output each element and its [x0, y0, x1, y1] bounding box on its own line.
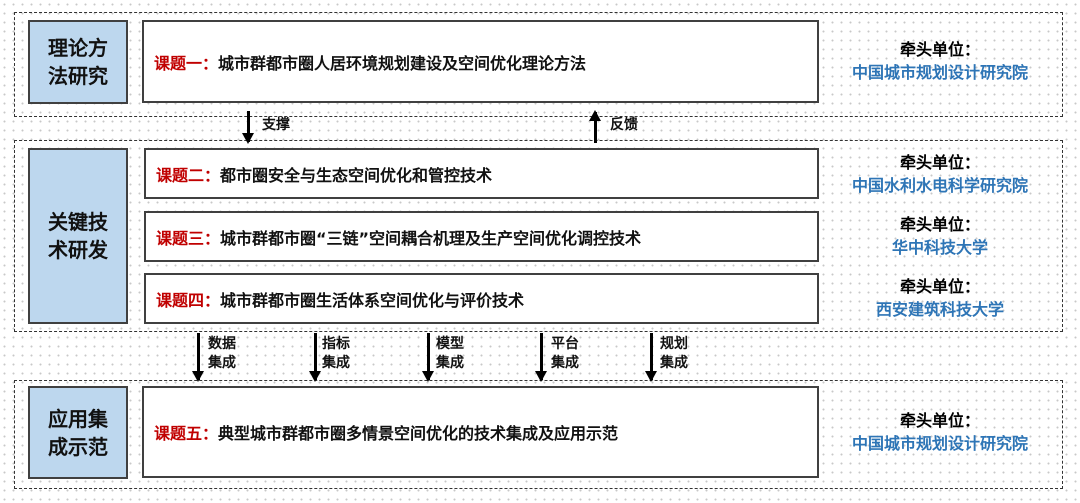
topic-4-box: 课题四：城市群都市圈生活体系空间优化与评价技术	[144, 273, 819, 324]
topic-2-box: 课题二：都市圈安全与生态空间优化和管控技术	[144, 148, 819, 199]
model-integration-arrow-icon	[422, 333, 433, 382]
lead-unit-1: 牵头单位： 中国城市规划设计研究院	[820, 38, 1060, 84]
support-label: 支撑	[262, 117, 290, 133]
topic-tag: 课题二：	[156, 165, 221, 185]
lead-unit-4: 牵头单位： 西安建筑科技大学	[820, 275, 1060, 321]
lead-unit-name: 华中科技大学	[891, 238, 988, 257]
topic-3-box: 课题三：城市群都市圈“三链”空间耦合机理及生产空间优化调控技术	[144, 211, 819, 262]
topic-title: 典型城市群都市圈多情景空间优化的技术集成及应用示范	[218, 424, 619, 443]
topic-title: 都市圈安全与生态空间优化和管控技术	[220, 165, 493, 185]
lead-label: 牵头单位：	[899, 40, 980, 59]
topic-1-box: 课题一：城市群都市圈人居环境规划建设及空间优化理论方法	[142, 20, 819, 103]
topic-title: 城市群都市圈人居环境规划建设及空间优化理论方法	[218, 53, 587, 73]
theory-section-frame	[14, 12, 1063, 117]
feedback-arrow-icon	[589, 110, 600, 143]
feedback-label: 反馈	[610, 117, 638, 133]
topic-title: 城市群都市圈“三链”空间耦合机理及生产空间优化调控技术	[220, 228, 642, 248]
lead-label: 牵头单位：	[899, 215, 980, 234]
topic-title: 城市群都市圈生活体系空间优化与评价技术	[220, 290, 525, 310]
lead-label: 牵头单位：	[899, 153, 980, 172]
data-integration-arrow-icon	[192, 333, 203, 382]
lead-unit-name: 西安建筑科技大学	[875, 300, 1004, 319]
lead-label: 牵头单位：	[899, 277, 980, 296]
topic-tag: 课题五：	[154, 424, 219, 443]
platform-integration-arrow-icon	[535, 333, 546, 382]
section-label-application: 应用集成示范	[28, 386, 128, 479]
lead-unit-name: 中国水利水电科学研究院	[851, 176, 1028, 195]
lead-unit-name: 中国城市规划设计研究院	[851, 63, 1028, 82]
topic-tag: 课题一：	[154, 53, 219, 73]
indicator-integration-label: 指标集成	[322, 336, 350, 371]
topic-5-box: 课题五：典型城市群都市圈多情景空间优化的技术集成及应用示范	[142, 386, 819, 478]
topic-tag: 课题四：	[156, 290, 221, 310]
lead-unit-5: 牵头单位： 中国城市规划设计研究院	[820, 409, 1060, 455]
indicator-integration-arrow-icon	[309, 333, 320, 382]
section-label-theory: 理论方法研究	[28, 20, 128, 104]
planning-integration-label: 规划集成	[660, 336, 688, 371]
tech-section-frame	[14, 140, 1063, 332]
lead-unit-3: 牵头单位： 华中科技大学	[820, 213, 1060, 259]
model-integration-label: 模型集成	[436, 336, 464, 371]
lead-unit-2: 牵头单位： 中国水利水电科学研究院	[820, 151, 1060, 197]
support-arrow-icon	[242, 111, 253, 144]
platform-integration-label: 平台集成	[551, 336, 579, 371]
lead-label: 牵头单位：	[899, 411, 980, 430]
data-integration-label: 数据集成	[208, 336, 236, 371]
section-label-tech: 关键技术研发	[28, 148, 128, 324]
planning-integration-arrow-icon	[645, 333, 656, 382]
lead-unit-name: 中国城市规划设计研究院	[851, 434, 1028, 453]
topic-tag: 课题三：	[156, 228, 221, 248]
